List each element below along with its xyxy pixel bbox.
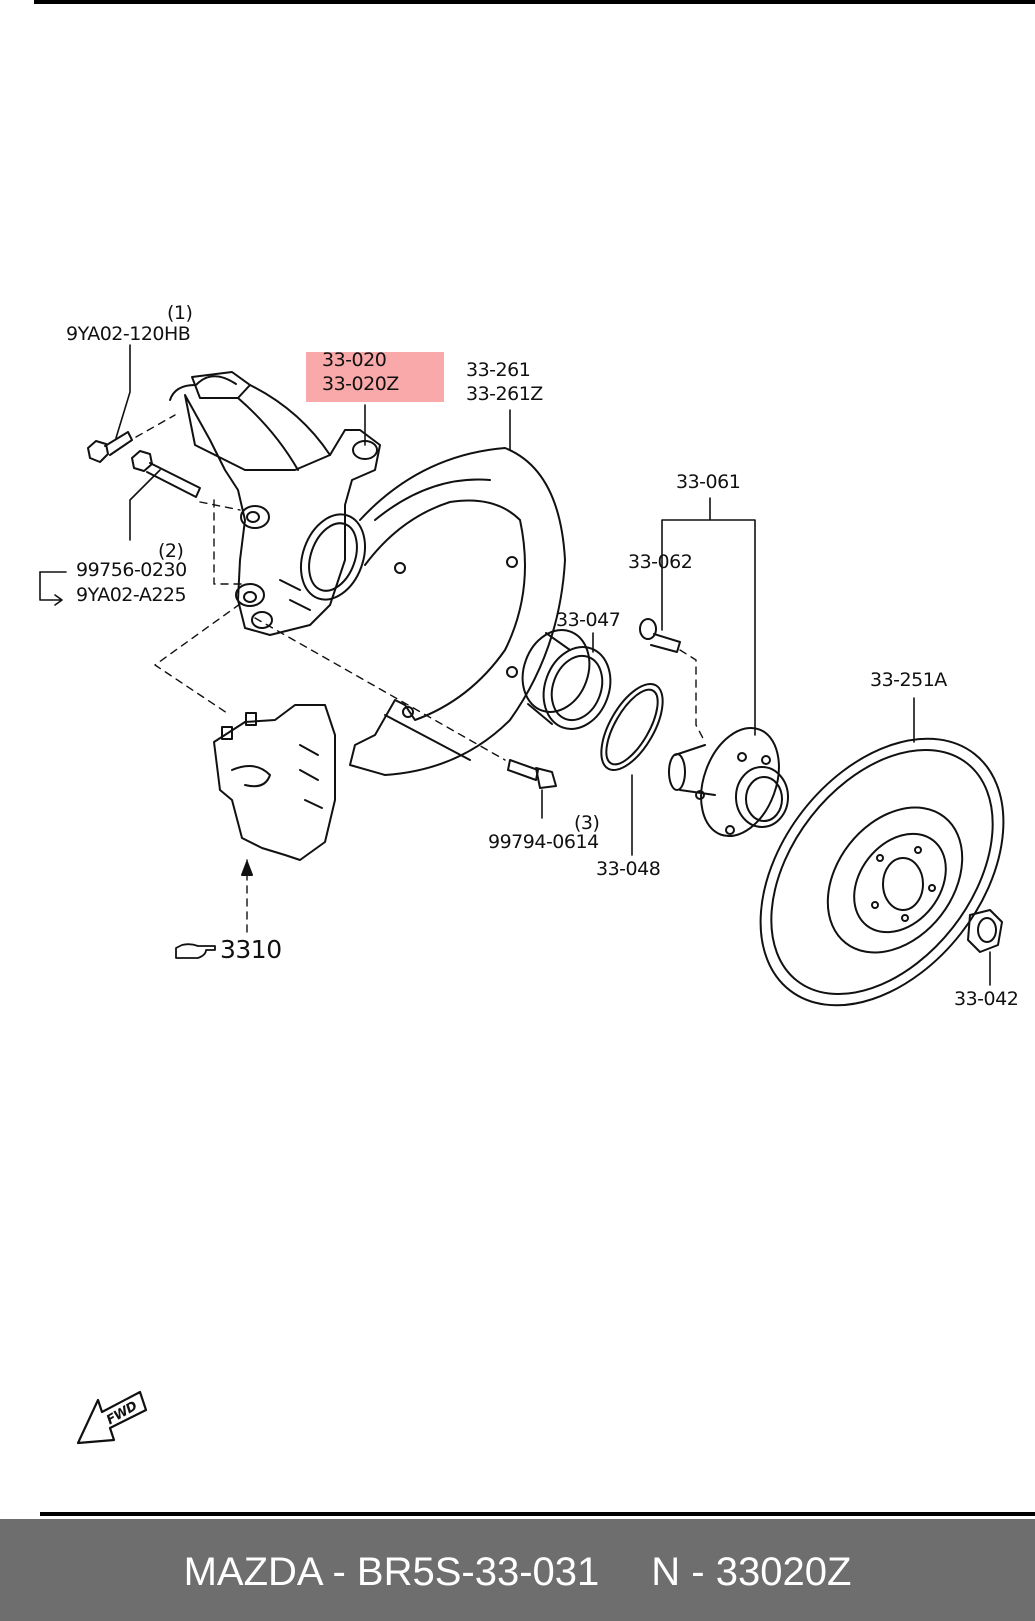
knuckle-bolt-upper xyxy=(87,431,133,463)
label-bolt-lower-part-2: 9YA02-A225 xyxy=(76,584,187,606)
shield-bolt xyxy=(507,759,557,789)
label-dust-shield-1: 33-261 xyxy=(466,359,531,381)
hub-bolt xyxy=(639,618,681,653)
assembly-dashed-lines xyxy=(135,414,706,936)
footer-top-border xyxy=(40,1512,1035,1516)
snap-ring xyxy=(600,683,664,771)
hub-nut xyxy=(967,909,1003,953)
leader-lines xyxy=(39,344,991,986)
label-knuckle-part-1: 33-020 xyxy=(322,349,387,371)
label-bolt-lower-part-1: 99756-0230 xyxy=(76,559,187,581)
label-disc: 33-251A xyxy=(870,669,947,691)
label-hub-bolt: 33-062 xyxy=(628,551,693,573)
label-shield-bolt-part: 99794-0614 xyxy=(488,831,599,853)
label-knuckle-part-2: 33-020Z xyxy=(322,373,399,395)
label-bolt-upper-ref: (1) xyxy=(167,302,193,324)
pointing-hand-icon xyxy=(175,943,216,959)
label-hub-nut: 33-042 xyxy=(954,988,1019,1010)
label-hub-assy: 33-061 xyxy=(676,471,741,493)
fwd-arrow-icon xyxy=(76,1390,148,1445)
label-snap-ring: 33-048 xyxy=(596,858,661,880)
footer-brand-part: MAZDA - BR5S-33-031 xyxy=(183,1550,600,1594)
dust-shield xyxy=(349,447,566,776)
label-bolt-lower-ref: (2) xyxy=(158,540,184,562)
label-caliper-ref: 3310 xyxy=(220,935,282,964)
steering-knuckle xyxy=(169,371,381,636)
label-bolt-upper-part: 9YA02-120HB xyxy=(66,323,191,345)
footer-caption: MAZDA - BR5S-33-031 N - 33020Z xyxy=(0,1550,1035,1595)
highlighted-part-box xyxy=(306,352,444,402)
label-dust-shield-2: 33-261Z xyxy=(466,383,543,405)
wheel-bearing xyxy=(521,629,612,730)
label-bearing: 33-047 xyxy=(556,609,621,631)
wheel-hub xyxy=(668,726,789,838)
footer-bar xyxy=(0,1519,1035,1621)
top-border xyxy=(34,0,1035,4)
knuckle-bolt-lower xyxy=(131,450,201,498)
label-shield-bolt-ref: (3) xyxy=(574,812,600,834)
caliper-arrow-head xyxy=(241,861,253,876)
footer-oem-number: N - 33020Z xyxy=(651,1550,852,1594)
brake-disc xyxy=(759,737,1005,1007)
brake-caliper xyxy=(213,704,336,861)
